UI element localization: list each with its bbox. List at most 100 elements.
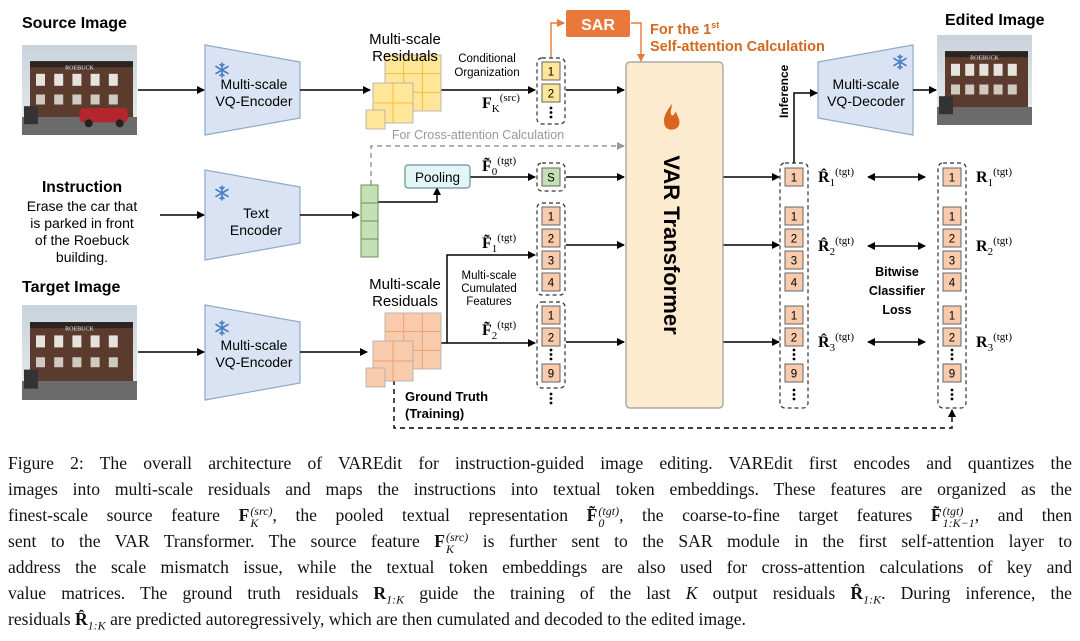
- ellipsis-dot: [549, 392, 553, 396]
- residuals-label: Multi-scale: [369, 31, 441, 48]
- math-label-r1: R1(tgt): [976, 166, 1012, 189]
- vq-decoder: Multi-scale VQ-Decoder: [817, 44, 914, 136]
- target-image: ROEBUCK: [22, 305, 137, 400]
- math-superscript: (tgt): [598, 503, 620, 518]
- caption-text: are predicted autoregressively, which ar…: [105, 609, 746, 629]
- token-cell: [942, 228, 962, 248]
- loss-label: Bitwise: [875, 265, 919, 279]
- encoder-label: VQ-Encoder: [215, 354, 292, 370]
- pooling-box: [404, 164, 471, 189]
- ellipsis-dot: [950, 393, 954, 396]
- caption-text: finest-scale source feature: [8, 505, 239, 525]
- math-label-r3-hat: R̂3(tgt): [818, 331, 854, 354]
- token-group: [536, 301, 566, 389]
- caption-line: finest-scale source feature F(src)K, the…: [8, 502, 1072, 529]
- loss-label: Classifier: [869, 284, 925, 298]
- token-label: S: [547, 173, 555, 185]
- residuals-label: Multi-scale: [369, 276, 441, 293]
- token-cell: [784, 305, 804, 325]
- caption-text: value matrices. The ground truth residua…: [8, 583, 374, 603]
- token-cell: [541, 272, 561, 292]
- token-cell: [784, 250, 804, 270]
- self-attention-label: For the 1st: [650, 20, 719, 38]
- token-label: 2: [949, 333, 955, 345]
- caption-line: address the scale mismatch issue, while …: [8, 554, 1072, 580]
- token-cell: [541, 61, 561, 81]
- token-label: 2: [949, 234, 955, 246]
- ellipsis-dot: [792, 397, 796, 401]
- token-label: 1: [548, 67, 554, 79]
- text-encoder: Text Encoder: [204, 169, 301, 261]
- math-subscript: 1:K−1: [942, 515, 975, 530]
- caption-text: address the scale mismatch issue, while …: [8, 557, 1072, 577]
- pooling-label: Pooling: [415, 170, 460, 185]
- token-label: 2: [548, 89, 554, 101]
- token-cell: [784, 206, 804, 226]
- token-group: [779, 162, 809, 409]
- ellipsis-dot: [792, 348, 796, 352]
- token-label: 3: [548, 256, 554, 268]
- token-label: 9: [791, 369, 797, 381]
- inference-label: Inference: [777, 64, 791, 118]
- caption-line: value matrices. The ground truth residua…: [8, 580, 1072, 606]
- token-cell: [541, 167, 561, 187]
- token-label: 1: [791, 173, 797, 185]
- token-cell: [541, 206, 561, 226]
- ellipsis-dot: [792, 353, 796, 356]
- cumulated-features-label: Multi-scale: [462, 270, 517, 282]
- cumulated-features-label: Features: [466, 296, 512, 308]
- multi-scale-residuals-target: [365, 312, 442, 388]
- token-label: 2: [548, 234, 554, 246]
- math-symbol: R̂: [74, 609, 88, 629]
- cross-attention-path: [370, 142, 625, 185]
- token-label: 9: [949, 369, 955, 381]
- flame-icon: [663, 104, 680, 130]
- math-label-fk-src: FK(src): [482, 92, 520, 115]
- math-subscript: K: [250, 515, 259, 530]
- ground-truth-label: (Training): [405, 406, 464, 421]
- ellipsis-dot: [549, 106, 553, 110]
- math-scripts: (tgt)1:K−1: [943, 505, 975, 529]
- token-label: 2: [791, 333, 797, 345]
- encoder-label: Multi-scale: [221, 337, 288, 353]
- caption-text: is further sent to the SAR module in the…: [468, 531, 1072, 551]
- token-label: 3: [949, 256, 955, 268]
- caption-math: F̃(tgt)0: [587, 503, 620, 529]
- sar-input-path: [550, 19, 565, 58]
- edited-image: ROEBUCK: [937, 35, 1032, 125]
- token-cell: [784, 363, 804, 383]
- caption-math: F̃(tgt)1:K−1: [931, 505, 975, 529]
- math-label-r2: R2(tgt): [976, 235, 1012, 258]
- source-image: ROEBUCK: [22, 45, 137, 135]
- encoder-label: Multi-scale: [221, 76, 288, 92]
- caption-math: F(src)K: [239, 505, 273, 529]
- token-label: 2: [791, 234, 797, 246]
- ellipsis-dot: [549, 357, 553, 361]
- instruction-line: is parked in front: [30, 215, 134, 231]
- multi-scale-residuals-source: [365, 54, 442, 130]
- math-symbol: R̂: [850, 583, 864, 603]
- ellipsis-dot: [549, 348, 553, 352]
- ellipsis-dot: [792, 388, 796, 392]
- photo-sign: ROEBUCK: [65, 65, 94, 71]
- token-cell: [541, 228, 561, 248]
- math-label-r2-hat: R̂2(tgt): [818, 235, 854, 258]
- token-group: [536, 202, 566, 296]
- var-transformer-label: VAR Transformer: [659, 155, 684, 335]
- token-label: 2: [548, 333, 554, 345]
- caption-line: Figure 2: The overall architecture of VA…: [8, 450, 1072, 476]
- caption-text: , the coarse-to-fine target features: [619, 505, 931, 525]
- caption-text: , the pooled textual representation: [272, 505, 587, 525]
- instruction-line: of the Roebuck: [35, 232, 130, 248]
- token-group: [937, 162, 967, 409]
- math-superscript: (src): [446, 529, 469, 544]
- ellipsis-dot: [950, 357, 954, 361]
- caption-math: R̂1:K: [74, 609, 106, 632]
- figure-caption: Figure 2: The overall architecture of VA…: [8, 450, 1072, 632]
- caption-text: images into multi-scale residuals and ma…: [8, 479, 1072, 499]
- math-scripts: (src)K: [250, 505, 272, 529]
- caption-text: sent to the VAR Transformer. The source …: [8, 531, 435, 551]
- ellipsis-dot: [950, 353, 954, 356]
- caption-text: output residuals: [697, 583, 851, 603]
- loss-label: Loss: [882, 303, 911, 317]
